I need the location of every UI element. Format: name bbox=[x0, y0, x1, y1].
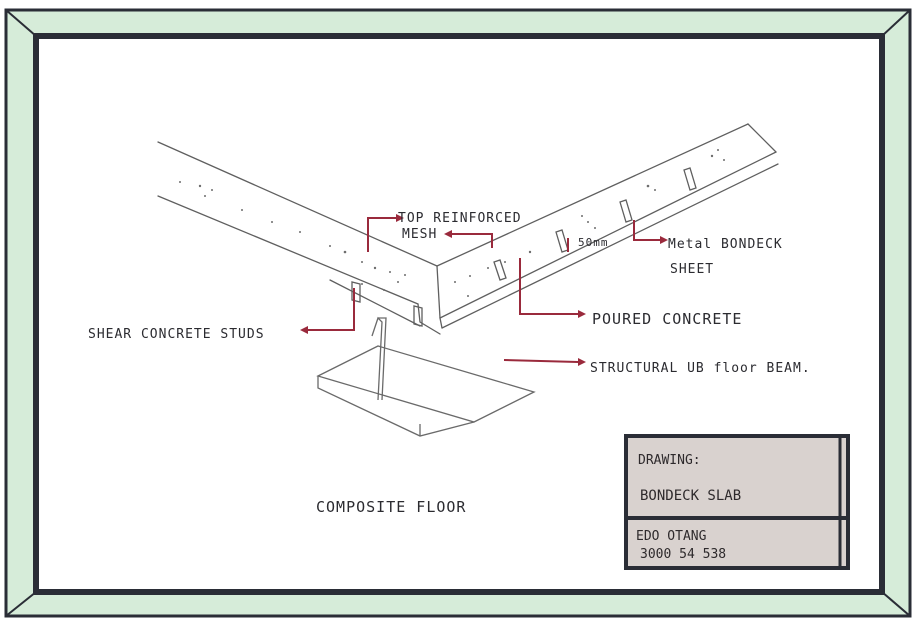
concrete-speckles bbox=[179, 149, 725, 297]
arrow-metal-bondeck bbox=[633, 220, 660, 241]
title-block-number: 3000 54 538 bbox=[640, 547, 726, 562]
label-50mm: 50mm bbox=[578, 236, 609, 249]
label-top-mesh-1: TOP REINFORCED bbox=[398, 211, 522, 226]
arrow-top-mesh-right bbox=[452, 233, 493, 248]
label-top-mesh-2: MESH bbox=[402, 227, 437, 242]
slab-drawing bbox=[157, 123, 779, 335]
label-structural-beam: STRUCTURAL UB floor BEAM. bbox=[590, 361, 811, 376]
annotation-labels: TOP REINFORCED MESH 50mm Metal BONDECK S… bbox=[88, 211, 811, 516]
arrow-heads bbox=[300, 214, 668, 366]
title-block-drawing-name: BONDECK SLAB bbox=[640, 488, 741, 504]
arrow-poured-concrete bbox=[519, 258, 578, 315]
title-block-drawing-label: DRAWING: bbox=[638, 453, 701, 468]
steel-ub-beam bbox=[316, 316, 536, 437]
slab-right-top-edge bbox=[436, 123, 749, 267]
arrow-top-mesh-left bbox=[367, 217, 396, 252]
slab-left-bottom-edge bbox=[157, 195, 419, 305]
slab-right-front-edge bbox=[439, 151, 777, 319]
title-block: DRAWING: BONDECK SLAB EDO OTANG 3000 54 … bbox=[624, 434, 850, 570]
title-block-author: EDO OTANG bbox=[636, 529, 707, 544]
arrow-structural-beam bbox=[503, 359, 579, 363]
label-metal-bondeck-1: Metal BONDECK bbox=[668, 237, 783, 252]
arrow-shear-studs bbox=[308, 288, 355, 331]
label-metal-bondeck-2: SHEET bbox=[670, 262, 714, 277]
slab-left-top-edge bbox=[157, 141, 438, 267]
label-poured-concrete: POURED CONCRETE bbox=[592, 310, 742, 328]
leader-arrows bbox=[308, 217, 660, 363]
slab-right-deck-edge bbox=[441, 163, 779, 329]
diagram-caption: COMPOSITE FLOOR bbox=[316, 498, 466, 516]
label-shear-studs: SHEAR CONCRETE STUDS bbox=[88, 327, 265, 342]
